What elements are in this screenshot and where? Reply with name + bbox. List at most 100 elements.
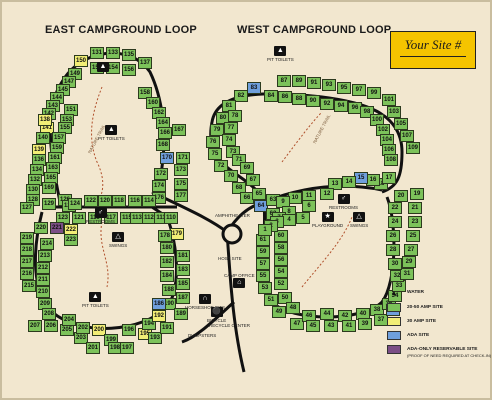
campsite-29[interactable]: 29 <box>402 256 416 268</box>
campsite-41[interactable]: 41 <box>342 320 356 332</box>
campsite-135[interactable]: 135 <box>122 49 136 61</box>
campsite-184[interactable]: 184 <box>160 270 174 282</box>
campsite-31[interactable]: 31 <box>400 268 414 280</box>
campsite-19[interactable]: 19 <box>410 188 424 200</box>
campsite-39[interactable]: 39 <box>358 318 372 330</box>
campsite-118[interactable]: 118 <box>112 195 126 207</box>
campsite-136[interactable]: 136 <box>32 154 46 166</box>
campsite-48[interactable]: 48 <box>286 302 300 314</box>
campsite-127[interactable]: 127 <box>20 202 34 214</box>
campsite-92[interactable]: 92 <box>320 98 334 110</box>
campsite-174[interactable]: 174 <box>152 180 166 192</box>
campsite-196[interactable]: 196 <box>122 324 136 336</box>
campsite-150[interactable]: 150 <box>74 55 88 67</box>
campsite-96[interactable]: 96 <box>348 102 362 114</box>
campsite-171[interactable]: 171 <box>176 152 190 164</box>
campsite-202[interactable]: 202 <box>76 322 90 334</box>
campsite-57[interactable]: 57 <box>256 258 270 270</box>
campsite-178[interactable]: 178 <box>158 230 172 242</box>
campsite-44[interactable]: 44 <box>320 308 334 320</box>
campsite-206[interactable]: 206 <box>44 320 58 332</box>
campsite-25[interactable]: 25 <box>406 230 420 242</box>
campsite-90[interactable]: 90 <box>306 95 320 107</box>
campsite-15[interactable]: 15 <box>354 172 368 184</box>
campsite-120[interactable]: 120 <box>98 195 112 207</box>
campsite-218[interactable]: 218 <box>20 244 34 256</box>
campsite-20[interactable]: 20 <box>394 190 408 202</box>
campsite-95[interactable]: 95 <box>337 82 351 94</box>
campsite-213[interactable]: 213 <box>38 250 52 262</box>
campsite-216[interactable]: 216 <box>20 268 34 280</box>
campsite-99[interactable]: 99 <box>367 87 381 99</box>
campsite-43[interactable]: 43 <box>324 320 338 332</box>
campsite-221[interactable]: 221 <box>50 222 64 234</box>
campsite-116[interactable]: 116 <box>128 195 142 207</box>
campsite-180[interactable]: 180 <box>160 242 174 254</box>
campsite-220[interactable]: 220 <box>34 222 48 234</box>
campsite-51[interactable]: 51 <box>264 294 278 306</box>
campsite-133[interactable]: 133 <box>106 47 120 59</box>
campsite-28[interactable]: 28 <box>386 244 400 256</box>
campsite-114[interactable]: 114 <box>142 195 156 207</box>
campsite-74[interactable]: 74 <box>222 134 236 146</box>
campsite-211[interactable]: 211 <box>36 274 50 286</box>
campsite-197[interactable]: 197 <box>120 342 134 354</box>
campsite-131[interactable]: 131 <box>90 47 104 59</box>
campsite-12[interactable]: 12 <box>320 188 334 200</box>
campsite-201[interactable]: 201 <box>86 342 100 354</box>
campsite-167[interactable]: 167 <box>172 124 186 136</box>
campsite-14[interactable]: 14 <box>342 176 356 188</box>
campsite-177[interactable]: 177 <box>174 190 188 202</box>
campsite-30[interactable]: 30 <box>388 258 402 270</box>
campsite-58[interactable]: 58 <box>274 242 288 254</box>
campsite-204[interactable]: 204 <box>62 314 76 326</box>
campsite-45[interactable]: 45 <box>306 320 320 332</box>
campsite-93[interactable]: 93 <box>322 79 336 91</box>
campsite-182[interactable]: 182 <box>160 256 174 268</box>
campsite-53[interactable]: 53 <box>258 282 272 294</box>
campsite-109[interactable]: 109 <box>406 142 420 154</box>
campsite-26[interactable]: 26 <box>386 230 400 242</box>
campsite-87[interactable]: 87 <box>277 75 291 87</box>
campsite-181[interactable]: 181 <box>176 250 190 262</box>
campsite-22[interactable]: 22 <box>388 202 402 214</box>
campsite-179[interactable]: 179 <box>170 228 184 240</box>
campsite-191[interactable]: 191 <box>160 322 174 334</box>
campsite-59[interactable]: 59 <box>256 246 270 258</box>
campsite-97[interactable]: 97 <box>352 84 366 96</box>
campsite-49[interactable]: 49 <box>272 306 286 318</box>
campsite-188[interactable]: 188 <box>162 284 176 296</box>
campsite-175[interactable]: 175 <box>174 178 188 190</box>
campsite-54[interactable]: 54 <box>274 266 288 278</box>
campsite-124[interactable]: 124 <box>68 198 82 210</box>
campsite-17[interactable]: 17 <box>382 172 396 184</box>
campsite-166[interactable]: 166 <box>158 127 172 139</box>
campsite-183[interactable]: 183 <box>176 264 190 276</box>
campsite-72[interactable]: 72 <box>214 160 228 172</box>
campsite-208[interactable]: 208 <box>42 308 56 320</box>
campsite-4[interactable]: 4 <box>282 214 296 226</box>
campsite-13[interactable]: 13 <box>328 178 342 190</box>
campsite-16[interactable]: 16 <box>366 174 380 186</box>
campsite-121[interactable]: 121 <box>72 212 86 224</box>
campsite-64[interactable]: 64 <box>254 200 268 212</box>
campsite-192[interactable]: 192 <box>152 310 166 322</box>
campsite-84[interactable]: 84 <box>264 90 278 102</box>
campsite-56[interactable]: 56 <box>274 254 288 266</box>
campsite-187[interactable]: 187 <box>176 292 190 304</box>
campsite-117[interactable]: 117 <box>104 212 118 224</box>
campsite-65[interactable]: 65 <box>252 188 266 200</box>
campsite-169[interactable]: 169 <box>42 182 56 194</box>
campsite-27[interactable]: 27 <box>404 244 418 256</box>
campsite-168[interactable]: 168 <box>156 139 170 151</box>
campsite-137[interactable]: 137 <box>138 57 152 69</box>
campsite-122[interactable]: 122 <box>84 195 98 207</box>
campsite-186[interactable]: 186 <box>152 298 166 310</box>
campsite-214[interactable]: 214 <box>40 238 54 250</box>
campsite-55[interactable]: 55 <box>256 270 270 282</box>
campsite-23[interactable]: 23 <box>408 216 422 228</box>
campsite-91[interactable]: 91 <box>307 77 321 89</box>
campsite-105[interactable]: 105 <box>394 118 408 130</box>
campsite-156[interactable]: 156 <box>122 64 136 76</box>
campsite-24[interactable]: 24 <box>388 216 402 228</box>
